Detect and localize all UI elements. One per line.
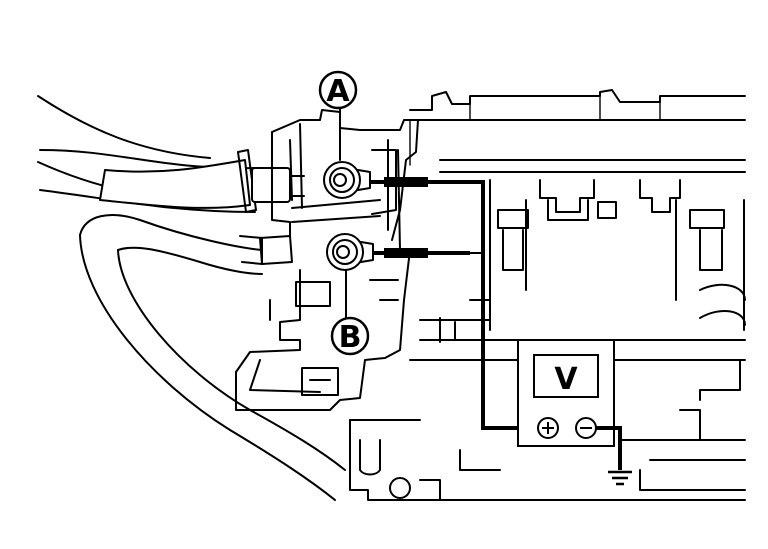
terminal-a <box>323 161 371 199</box>
callout-a: A <box>318 70 358 161</box>
harness-tubes <box>37 95 346 501</box>
probe-leads <box>370 177 536 430</box>
voltmeter: V <box>517 339 632 486</box>
terminal-b <box>326 233 374 271</box>
terminal-bracket <box>235 109 419 411</box>
callout-a-label: A <box>326 74 350 109</box>
voltmeter-label: V <box>554 362 578 397</box>
ground-lead <box>596 426 622 470</box>
probe-b <box>384 248 428 258</box>
callout-b-label: B <box>339 320 362 355</box>
callout-b: B <box>330 269 370 356</box>
voltmeter-display <box>533 354 599 398</box>
positive-lead <box>428 180 536 430</box>
battery-module <box>349 89 746 501</box>
probe-a <box>384 177 428 187</box>
ground-symbol-icon <box>608 470 632 486</box>
